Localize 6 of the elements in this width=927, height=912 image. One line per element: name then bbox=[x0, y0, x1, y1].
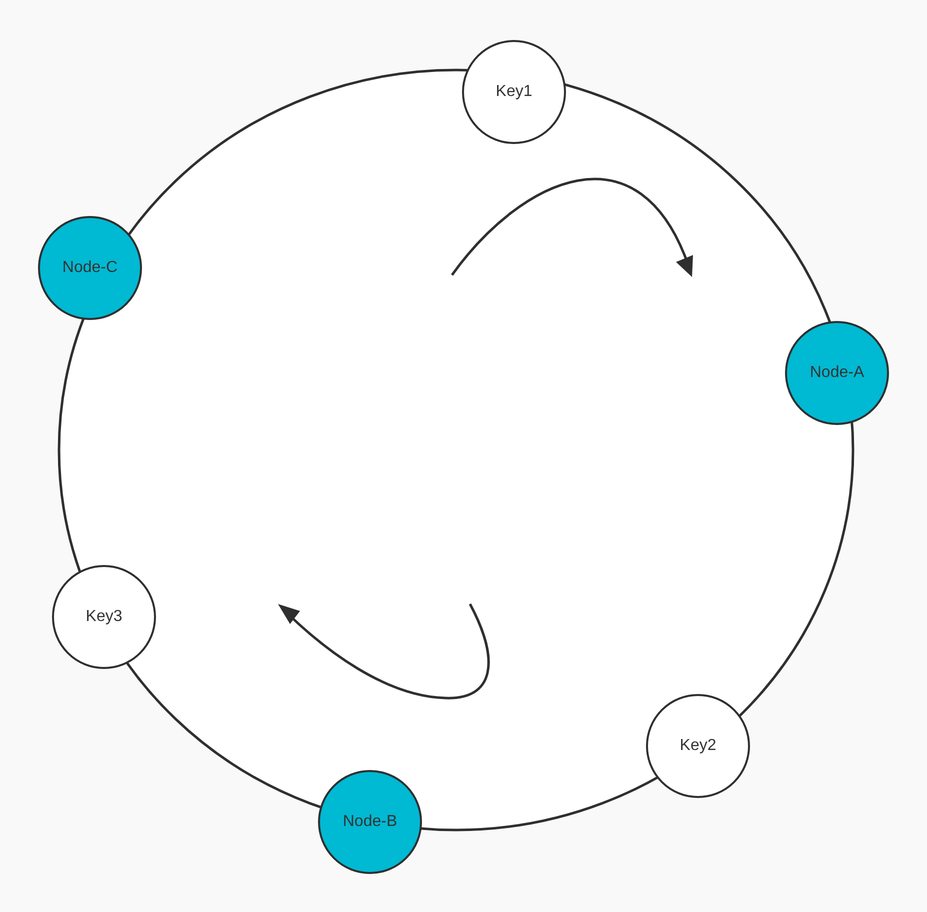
node-label: Node-C bbox=[62, 259, 118, 277]
node-label: Key2 bbox=[680, 737, 716, 755]
node-label: Node-B bbox=[342, 813, 398, 831]
node-label: Key1 bbox=[496, 83, 532, 101]
node-label: Key3 bbox=[86, 608, 122, 626]
node-label: Node-A bbox=[810, 364, 864, 382]
